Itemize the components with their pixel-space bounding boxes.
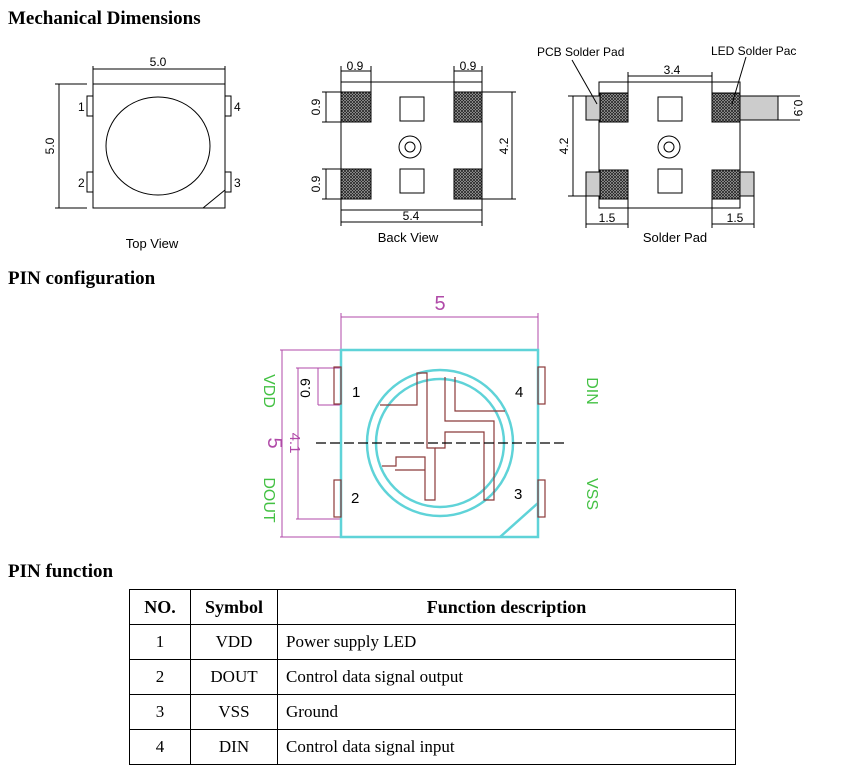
top-view-caption: Top View [126, 236, 179, 251]
back-view-dim-09-c: 0.9 [309, 98, 323, 115]
pin-number-3: 3 [514, 486, 522, 503]
row-function: Control data signal output [277, 659, 736, 695]
header-symbol: Symbol [190, 589, 278, 625]
solder-pad-caption: Solder Pad [643, 230, 707, 245]
top-view-width-label: 5.0 [150, 55, 167, 69]
pin-label-din: DIN [583, 377, 600, 405]
back-view-drawing [322, 66, 516, 226]
row-symbol: DOUT [190, 659, 278, 695]
solder-pad-dim-15-a: 1.5 [599, 211, 616, 225]
table-row: 4 DIN Control data signal input [129, 729, 736, 765]
pin-diagram-dim-09: 0.9 [297, 378, 313, 398]
top-view-drawing [55, 66, 232, 209]
solder-pad-dim-09: 0.9 [791, 100, 805, 117]
table-row: 1 VDD Power supply LED [129, 624, 736, 660]
pin-diagram-dim-5-left: 5 [263, 437, 285, 448]
pin-label-vss: VSS [583, 478, 600, 510]
solder-pad-dim-42: 4.2 [557, 137, 571, 154]
back-view-dim-54: 5.4 [403, 209, 420, 223]
solder-pad-drawing [568, 56, 800, 228]
solder-pad-dim-34: 3.4 [664, 63, 681, 77]
top-view-pin-1: 1 [78, 100, 85, 114]
back-view-dim-09-b: 0.9 [460, 59, 477, 73]
mechanical-drawings: 5.0 5.0 1 2 4 3 Top View 0.9 0.9 0.9 0.9… [43, 44, 805, 251]
pin-diagram-dim-41: 4.1 [286, 433, 303, 454]
row-symbol: VSS [190, 694, 278, 730]
pin-number-4: 4 [515, 384, 523, 401]
row-symbol: VDD [190, 624, 278, 660]
back-view-dim-09-a: 0.9 [347, 59, 364, 73]
pin-configuration-heading: PIN configuration [8, 268, 156, 289]
pin-configuration-diagram: 5 5 4.1 0.9 VDD DOUT DIN VSS 1 4 2 3 [260, 293, 600, 539]
back-view-caption: Back View [378, 230, 439, 245]
solder-pad-dim-15-b: 1.5 [727, 211, 744, 225]
pcb-solder-pad-label: PCB Solder Pad [537, 45, 624, 59]
back-view-dim-42: 4.2 [497, 137, 511, 154]
table-row: 2 DOUT Control data signal output [129, 659, 736, 695]
top-view-pin-4: 4 [234, 100, 241, 114]
table-row: 3 VSS Ground [129, 694, 736, 730]
mechanical-dimensions-heading: Mechanical Dimensions [8, 8, 201, 29]
pin-function-table: NO. Symbol Function description 1 VDD Po… [129, 589, 736, 765]
row-no: 2 [129, 659, 191, 695]
row-function: Power supply LED [277, 624, 736, 660]
top-view-pin-3: 3 [234, 176, 241, 190]
pin-diagram-dim-5-top: 5 [434, 293, 445, 315]
header-no: NO. [129, 589, 191, 625]
row-no: 4 [129, 729, 191, 765]
header-function: Function description [277, 589, 736, 625]
row-function: Control data signal input [277, 729, 736, 765]
back-view-dim-09-d: 0.9 [309, 175, 323, 192]
pin-label-vdd: VDD [260, 374, 277, 408]
led-solder-pad-label: LED Solder Pac [711, 44, 796, 58]
pin-number-2: 2 [351, 490, 359, 507]
row-no: 3 [129, 694, 191, 730]
top-view-pin-2: 2 [78, 176, 85, 190]
row-no: 1 [129, 624, 191, 660]
row-function: Ground [277, 694, 736, 730]
table-header-row: NO. Symbol Function description [129, 589, 736, 625]
pin-label-dout: DOUT [260, 477, 277, 523]
row-symbol: DIN [190, 729, 278, 765]
pin-number-1: 1 [352, 384, 360, 401]
pin-function-heading: PIN function [8, 561, 114, 582]
top-view-height-label: 5.0 [43, 137, 57, 154]
